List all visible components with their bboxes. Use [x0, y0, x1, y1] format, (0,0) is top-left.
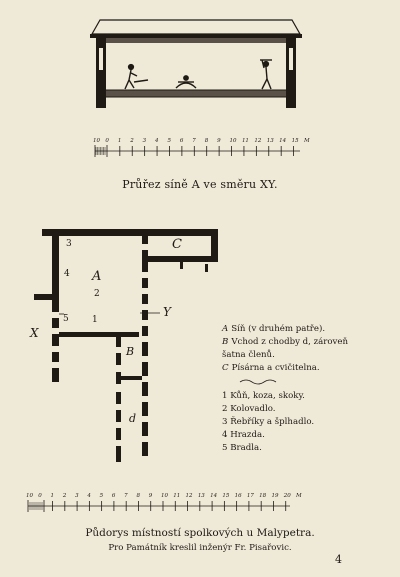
scale-tick-label: 18	[259, 493, 266, 499]
station-1-label: 1	[92, 315, 98, 325]
scale-tick-label: 13	[267, 138, 274, 144]
legend-item-5: 5 Bradla.	[222, 443, 262, 453]
room-a-label: A	[92, 269, 102, 284]
scale-tick-label: 0	[38, 493, 42, 499]
scale-tick-label: 11	[242, 138, 249, 144]
floor-plan	[34, 229, 218, 462]
scale-tick-label: 5	[167, 138, 171, 144]
scale-tick-label: 16	[235, 493, 242, 499]
scale-tick-label: M	[295, 493, 302, 499]
station-2-label: 2	[94, 289, 100, 299]
legend-divider-swash	[239, 379, 277, 385]
scale-tick-label: 6	[112, 493, 116, 499]
page-number: 4	[335, 553, 342, 566]
scale-tick-label: 17	[247, 493, 254, 499]
station-4-label: 4	[64, 269, 70, 279]
gymnast-left-figure	[124, 63, 149, 90]
section-line-xy	[59, 312, 160, 315]
scale-tick-label: 7	[192, 138, 196, 144]
scale-tick-label: 12	[254, 138, 261, 144]
corridor-d-label: d	[129, 412, 137, 425]
scale-bar-top-fine	[95, 147, 106, 155]
gymnast-center-figure	[175, 75, 197, 89]
scale-tick-label: 8	[205, 138, 209, 144]
scale-tick-label: 12	[186, 493, 193, 499]
floor-plan-caption: Půdorys místností spolkových u Malypetra…	[85, 527, 315, 539]
scale-tick-label: 3	[143, 138, 147, 144]
section-y-label: Y	[163, 305, 171, 319]
scale-tick-label: 2	[62, 493, 67, 499]
scale-tick-label: 13	[198, 493, 205, 499]
scale-tick-label: 10	[26, 493, 33, 499]
scale-tick-label: 14	[279, 138, 286, 144]
scale-tick-label: 20	[283, 493, 291, 499]
scale-tick-label: 3	[75, 493, 79, 499]
scale-tick-label: 10	[93, 138, 100, 144]
scale-tick-label: 2	[129, 138, 134, 144]
scale-tick-label: 6	[180, 138, 184, 144]
section-x-label: X	[30, 326, 39, 340]
gymnast-right-figure	[260, 59, 272, 90]
room-c-label: C	[172, 237, 182, 252]
scale-tick-label: M	[303, 138, 310, 144]
scale-tick-label: 15	[292, 138, 299, 144]
legend-apparatus: 1 Kůň, koza, skoky. 2 Kolovadlo. 3 Řebří…	[222, 390, 314, 455]
station-5-label: 5	[63, 314, 69, 324]
legend-item-2: 2 Kolovadlo.	[222, 404, 276, 414]
scale-tick-label: 1	[118, 138, 122, 144]
scale-tick-label: 14	[210, 493, 217, 499]
scale-tick-label: 9	[149, 493, 153, 499]
scale-tick-label: 0	[105, 138, 109, 144]
scale-tick-label: 8	[136, 493, 140, 499]
credit-line: Pro Památník kreslil inženýr Fr. Pisařov…	[108, 543, 292, 553]
scale-tick-label: 19	[271, 493, 278, 499]
scale-bar-bottom	[27, 500, 290, 512]
room-b-label: B	[126, 345, 135, 358]
scale-tick-label: 10	[230, 138, 237, 144]
scale-tick-label: 5	[100, 493, 104, 499]
station-3-label: 3	[66, 239, 72, 249]
scale-tick-label: 7	[124, 493, 128, 499]
scale-bar-bottom-fine	[29, 502, 43, 510]
legend-item-4: 4 Hrazda.	[222, 430, 265, 440]
scale-tick-label: 10	[161, 493, 168, 499]
legend-item-1: 1 Kůň, koza, skoky.	[222, 391, 305, 401]
scale-tick-label: 9	[217, 138, 221, 144]
scale-tick-label: 1	[51, 493, 55, 499]
cross-section-caption: Průřez síně A ve směru XY.	[122, 178, 278, 191]
legend-item-3: 3 Řebříky a šplhadlo.	[222, 417, 315, 427]
scale-tick-label: 15	[222, 493, 229, 499]
scale-bar-top	[94, 145, 300, 157]
scale-tick-label: 4	[154, 138, 159, 144]
scale-tick-label: 11	[173, 493, 180, 499]
scale-tick-label: 4	[86, 493, 91, 499]
